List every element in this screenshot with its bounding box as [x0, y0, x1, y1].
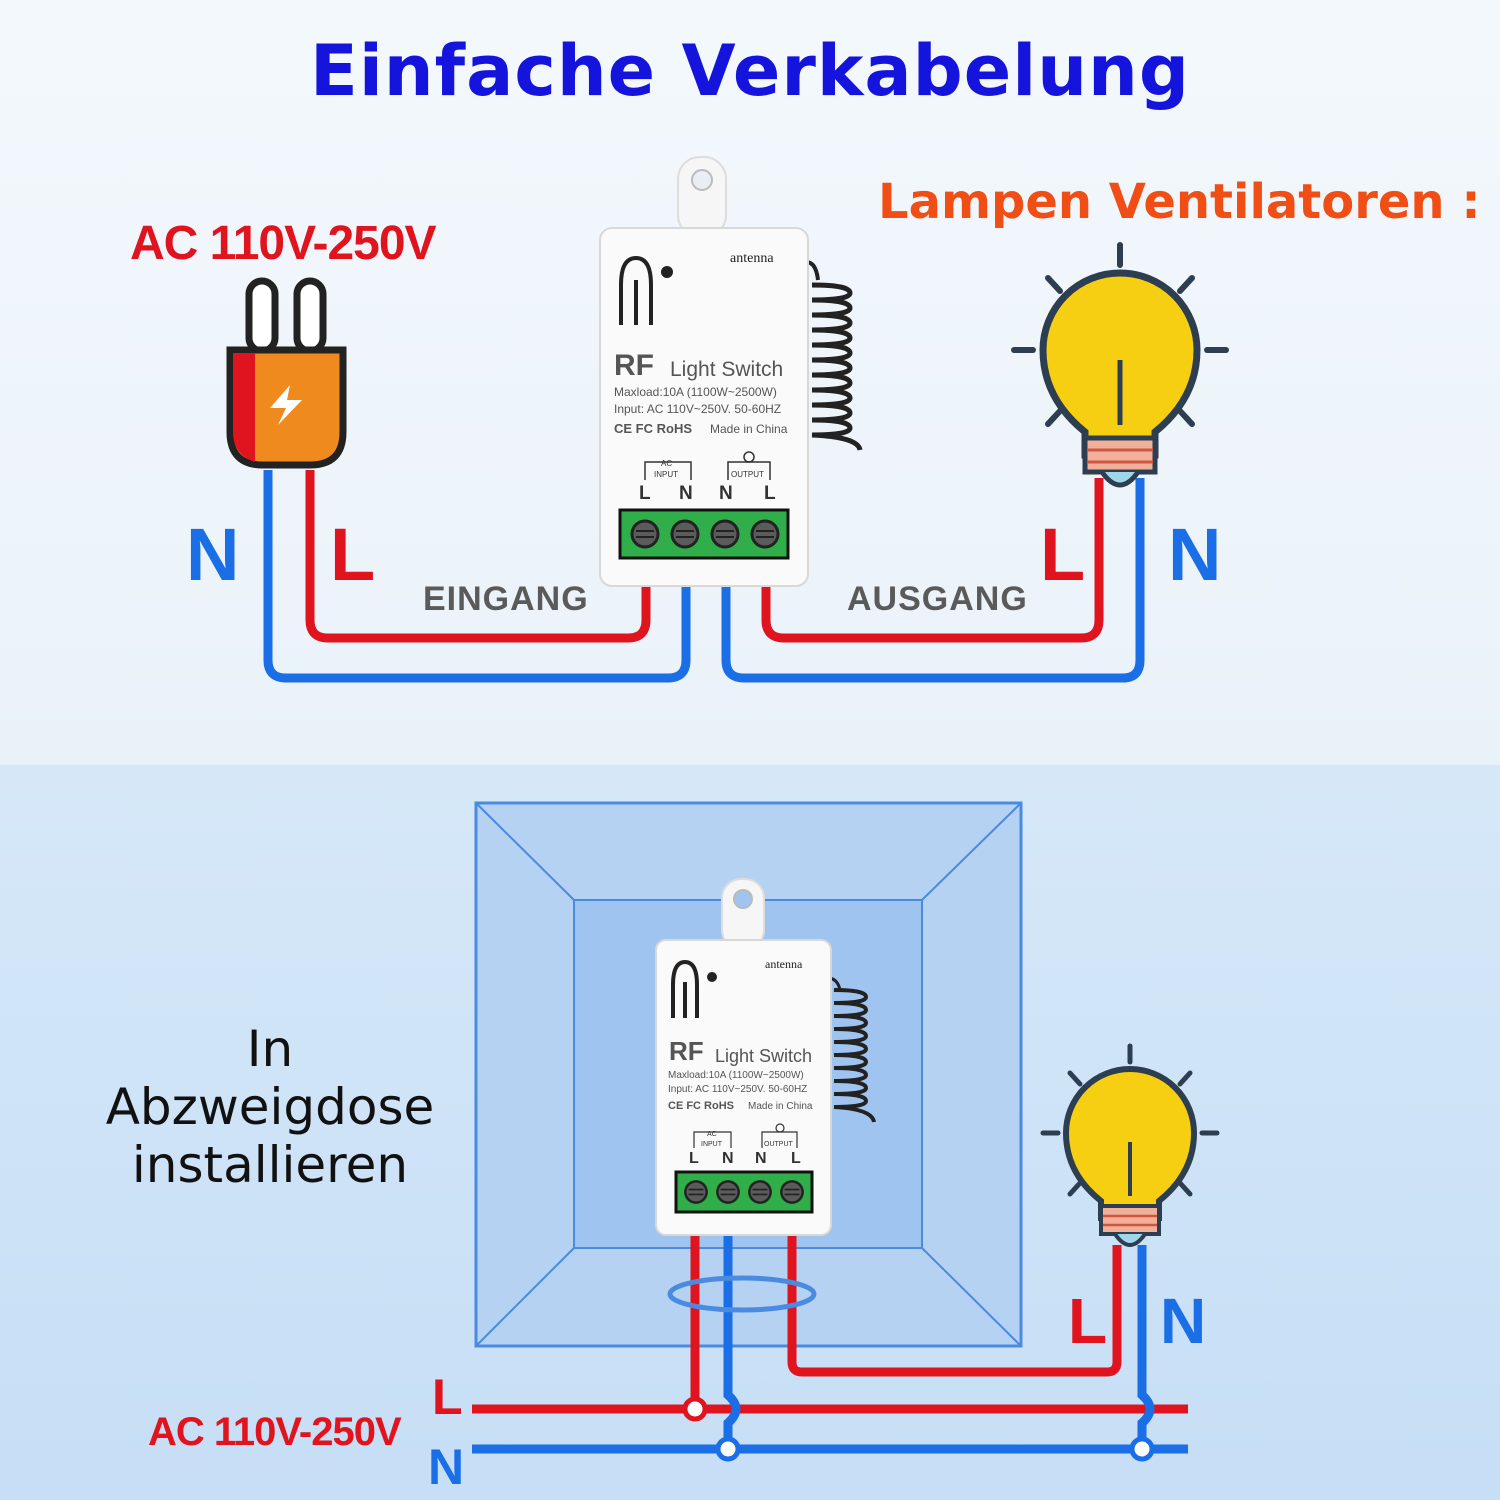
device-maxload: Maxload:10A (1100W~2500W) [614, 385, 777, 399]
input-tag: INPUT [654, 470, 678, 479]
device-certs: CE FC RoHS [614, 421, 692, 436]
ac-tag: AC [661, 459, 672, 468]
terminal-label-small-3: N [755, 1150, 767, 1167]
output-tag: OUTPUT [731, 470, 764, 479]
input-tag-small: INPUT [701, 1141, 723, 1148]
cable-bundle-ring [667, 1275, 817, 1313]
input-neutral-label: N [186, 513, 240, 596]
terminal-label-2: N [679, 483, 693, 504]
output-live-wire [761, 478, 1104, 643]
bottom-supply-label: AC 110V-250V [148, 1410, 402, 1454]
load-types-label: Lampen Ventilatoren : ... [878, 174, 1500, 230]
device-input-spec: Input: AC 110V~250V. 50-60HZ [614, 402, 781, 416]
output-live-label: L [1040, 513, 1086, 596]
rf-light-switch-device [599, 156, 863, 587]
terminal-label-4: L [764, 483, 776, 504]
antenna-label-small: antenna [765, 957, 803, 971]
rf-light-switch-device-small [655, 878, 876, 1236]
device-name: Light Switch [670, 358, 783, 381]
terminal-label-3: N [719, 483, 733, 504]
install-line-2: Abzweigdose [105, 1078, 435, 1136]
terminal-label-small-4: L [791, 1150, 801, 1167]
device-certs-small: CE FC RoHS [668, 1100, 734, 1112]
device-made-in: Made in China [710, 422, 788, 436]
device-maxload-small: Maxload:10A (1100W~2500W) [668, 1070, 804, 1081]
device-brand: RF [614, 349, 654, 382]
live-junction-dot [682, 1396, 708, 1422]
output-neutral-label: N [1168, 513, 1222, 596]
power-plug-icon [226, 277, 347, 469]
input-section-label: EINGANG [423, 580, 589, 618]
lamp-live-label: L [1068, 1285, 1108, 1357]
input-live-wire [305, 470, 651, 643]
ac-tag-small: AC [707, 1131, 717, 1138]
install-line-3: installieren [131, 1136, 409, 1194]
input-neutral-wire [263, 470, 691, 683]
neutral-junction-dot-lamp [1129, 1436, 1155, 1462]
output-tag-small: OUTPUT [764, 1141, 794, 1148]
neutral-junction-dot [715, 1436, 741, 1462]
lamp-neutral-label: N [1160, 1285, 1207, 1357]
terminal-label-small-2: N [722, 1150, 734, 1167]
device-name-small: Light Switch [715, 1046, 812, 1066]
terminal-label-small-1: L [689, 1150, 699, 1167]
light-bulb-icon [1011, 242, 1229, 488]
device-input-spec-small: Input: AC 110V~250V. 50-60HZ [668, 1084, 807, 1095]
terminal-label-1: L [639, 483, 651, 504]
output-section-label: AUSGANG [847, 580, 1028, 618]
input-live-label: L [330, 513, 376, 596]
install-instruction: In Abzweigdose installieren [70, 1020, 470, 1194]
install-line-1: In [246, 1020, 294, 1078]
light-bulb-icon-small [1040, 1043, 1220, 1247]
antenna-label: antenna [730, 251, 774, 266]
supply-voltage-label: AC 110V-250V [130, 217, 437, 270]
output-neutral-wire [721, 478, 1145, 683]
bus-neutral-label: N [428, 1439, 465, 1495]
bus-live-label: L [432, 1369, 463, 1425]
device-brand-small: RF [669, 1036, 704, 1066]
antenna-coil [811, 282, 863, 451]
page-title: Einfache Verkabelung [310, 30, 1190, 112]
device-made-in-small: Made in China [748, 1101, 813, 1112]
